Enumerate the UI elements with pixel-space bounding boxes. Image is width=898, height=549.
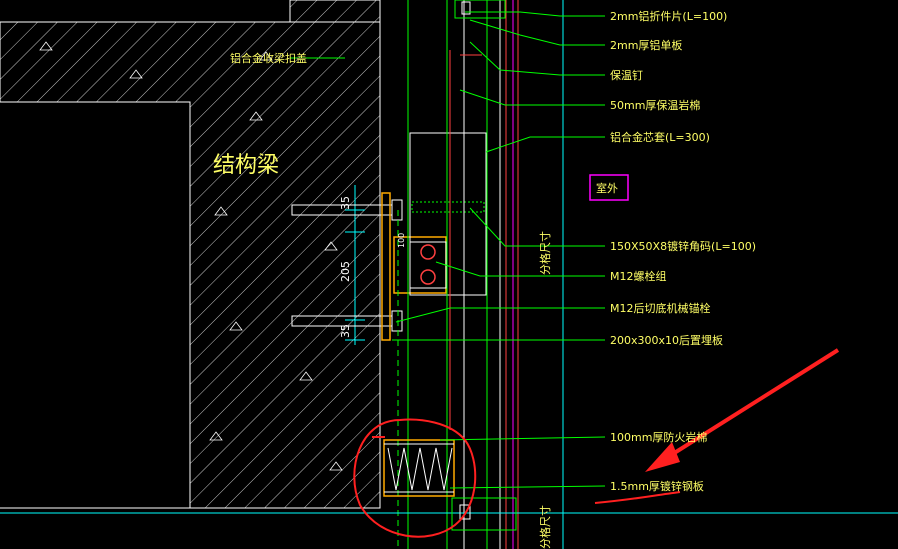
- markup-arrow-shaft: [658, 348, 840, 464]
- structural-beam: [0, 0, 381, 509]
- callout-1: 2mm铝折件片(L=100): [610, 9, 727, 23]
- anchor-bolts: [291, 199, 403, 332]
- alu-core: [409, 132, 487, 296]
- cap-label: 铝合金收梁扣盖: [230, 51, 307, 65]
- callout-2: 2mm厚铝单板: [610, 38, 682, 52]
- room-label: 室外: [596, 181, 618, 195]
- callout-3: 保温钉: [610, 68, 643, 82]
- fire-wool-zone: [383, 439, 455, 497]
- bottom-node: [451, 497, 517, 531]
- dim-top: 35: [339, 196, 352, 210]
- dimension-chain: [345, 185, 365, 345]
- callout-11: 1.5mm厚镀锌钢板: [610, 479, 704, 493]
- room-label-box: [589, 174, 629, 201]
- dim-bottom: 35: [339, 324, 352, 338]
- markup-circle: [353, 418, 477, 538]
- top-node: [454, 0, 506, 19]
- callout-8: M12后切底机械锚栓: [610, 301, 711, 315]
- grid-size-label: 分格尺寸: [538, 231, 552, 275]
- embed-plate: [381, 192, 391, 341]
- grid-size-label-bottom: 分格尺寸: [538, 505, 552, 549]
- callout-5: 铝合金芯套(L=300): [610, 130, 710, 144]
- markup-underline: [594, 491, 681, 504]
- callout-4: 50mm厚保温岩棉: [610, 98, 700, 112]
- dim-middle: 205: [339, 261, 352, 282]
- leader-lines: [290, 11, 606, 489]
- dim-bracket: 100: [397, 233, 406, 248]
- insulation-strip: [411, 201, 485, 213]
- callout-7: M12螺栓组: [610, 269, 667, 283]
- callout-10: 100mm厚防火岩棉: [610, 430, 707, 444]
- markup-arrow-head: [645, 442, 680, 472]
- beam-label: 结构梁: [213, 153, 279, 178]
- callout-6: 150X50X8镀锌角码(L=100): [610, 239, 756, 253]
- callout-9: 200x300x10后置埋板: [610, 333, 723, 347]
